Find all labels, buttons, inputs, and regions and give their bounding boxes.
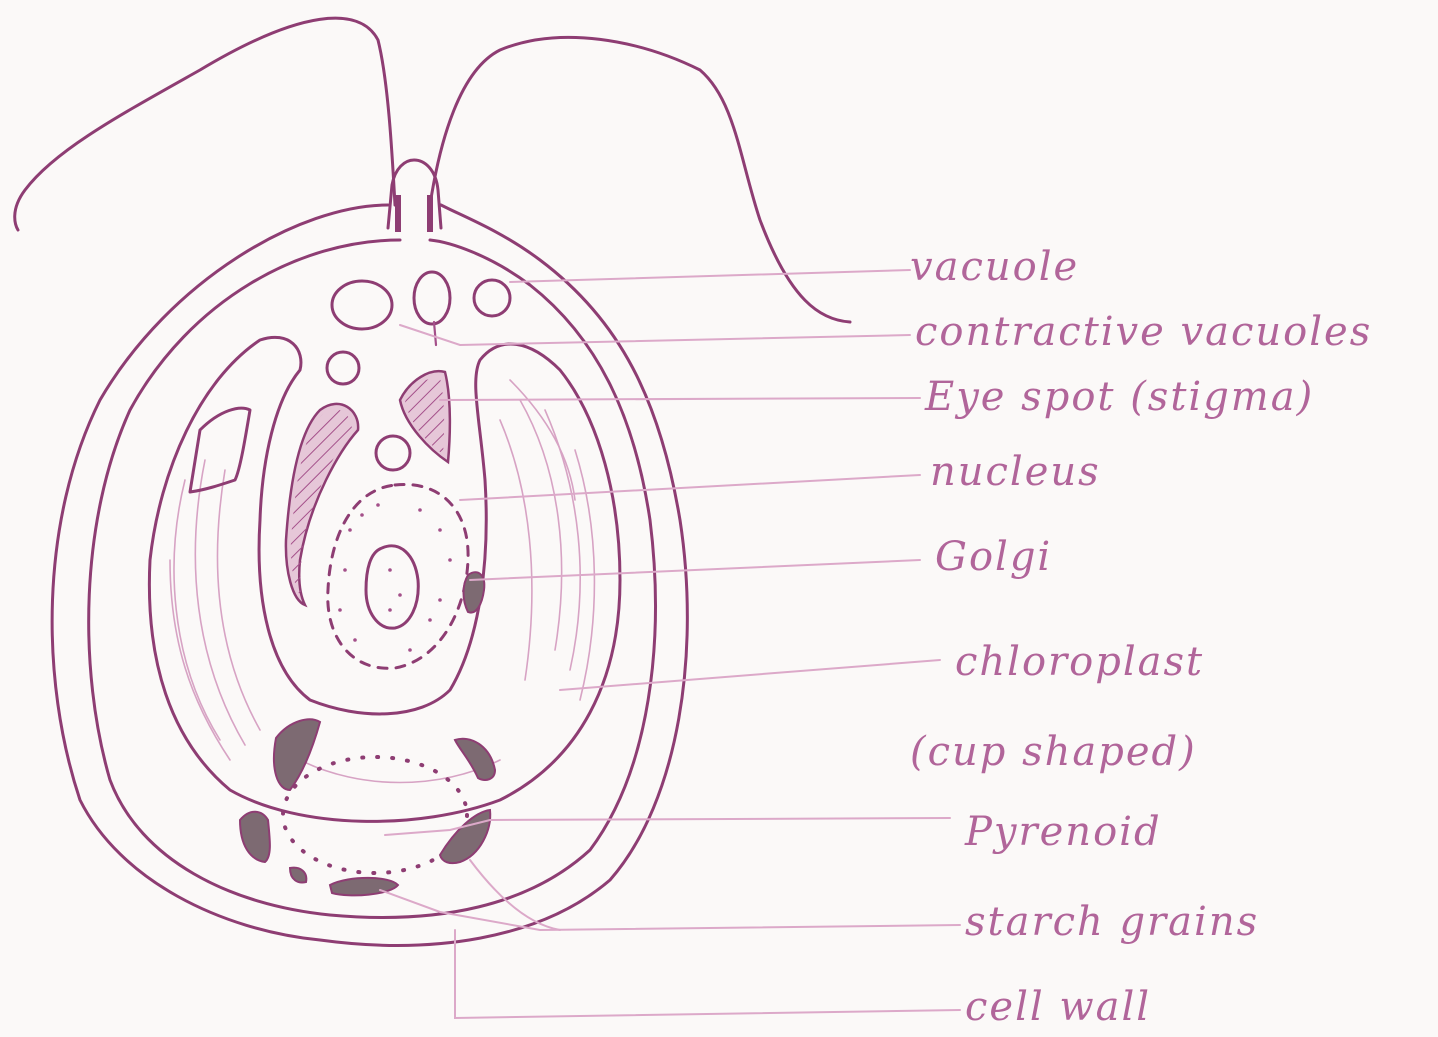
nucleus-chromatin-dots: [338, 503, 452, 652]
contractile-vacuole-duct: [434, 322, 436, 345]
label-eye-spot: Eye spot (stigma): [924, 374, 1314, 420]
contractile-vacuole: [414, 272, 450, 324]
label-contractile-vacuoles: contractive vacuoles: [915, 309, 1372, 355]
starch-grain-1: [274, 719, 320, 790]
label-cell-wall: cell wall: [965, 984, 1151, 1030]
starch-grain-2: [455, 739, 495, 780]
golgi-body: [464, 572, 485, 612]
vacuole-small-middle: [327, 352, 359, 384]
starch-grain-4: [440, 810, 490, 863]
label-starch-grains: starch grains: [965, 899, 1259, 945]
leader-lines: [380, 270, 960, 1018]
label-nucleus: nucleus: [930, 449, 1101, 495]
vacuole-small-right: [474, 280, 510, 316]
nucleolus: [366, 546, 418, 628]
hatched-body-stripes: [291, 409, 352, 598]
left-organelle: [190, 408, 250, 492]
labels: vacuole contractive vacuoles Eye spot (s…: [910, 244, 1372, 1030]
label-chloroplast: chloroplast: [955, 639, 1204, 685]
starch-grain-6: [290, 868, 306, 883]
label-golgi: Golgi: [935, 534, 1052, 580]
chloroplast: [149, 337, 620, 821]
vacuole-small-lower: [376, 436, 410, 470]
nucleus: [328, 484, 468, 668]
left-flagellum: [15, 18, 395, 230]
label-vacuole: vacuole: [910, 244, 1079, 290]
vacuole-large: [332, 281, 392, 329]
label-chloroplast-note: (cup shaped): [910, 729, 1197, 775]
label-pyrenoid: Pyrenoid: [964, 809, 1162, 855]
starch-grain-3: [240, 812, 270, 862]
